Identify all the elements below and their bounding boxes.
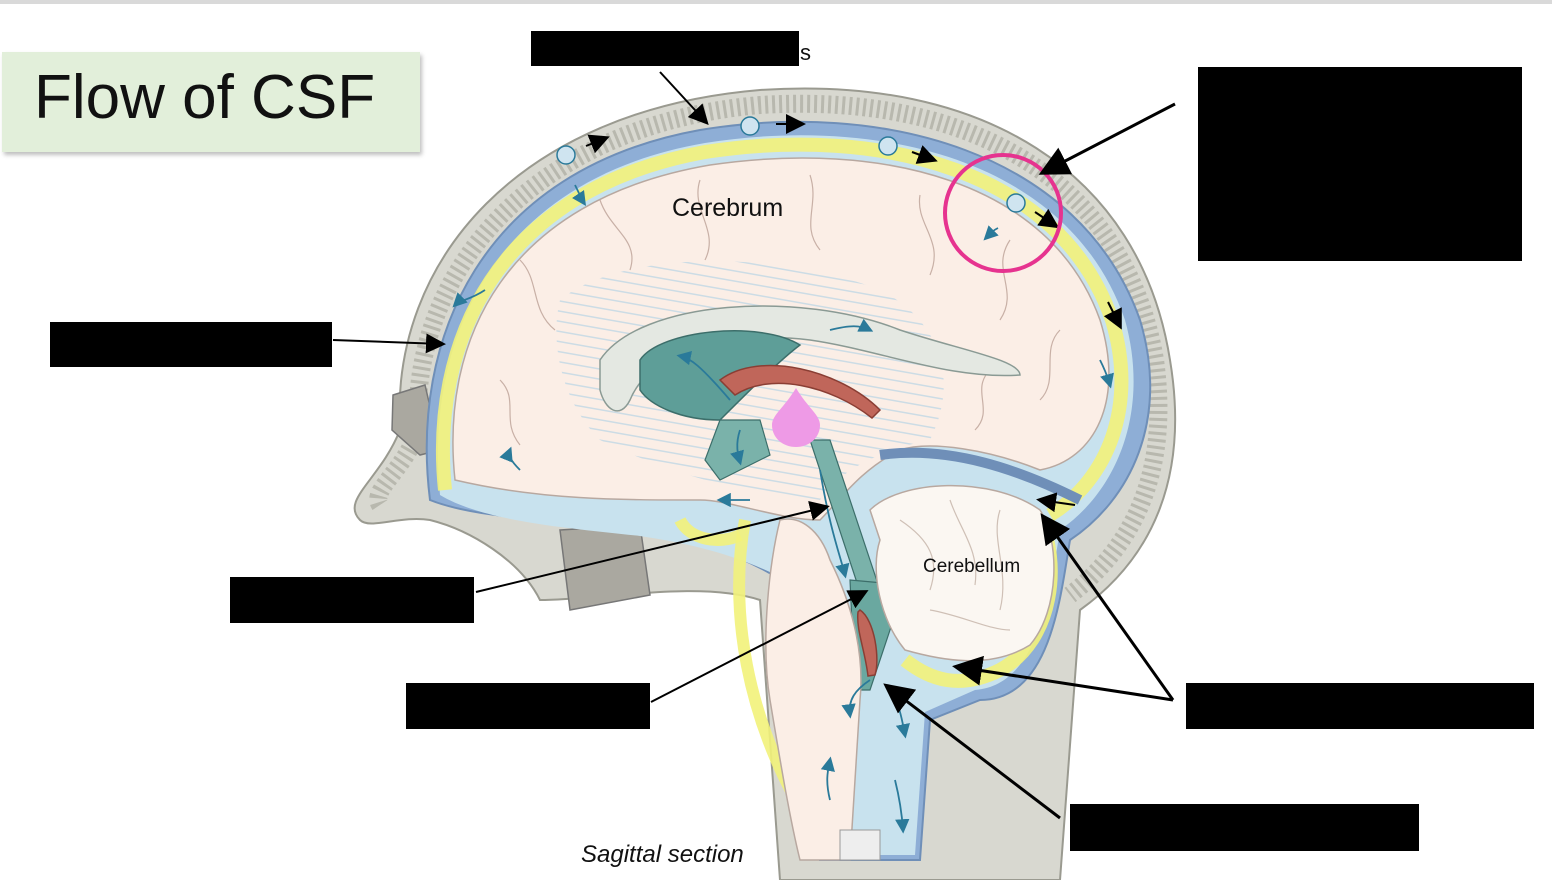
arachnoid-granulation-icon: [556, 116, 1026, 213]
redacted-label-right: [1186, 683, 1534, 729]
brainstem: [765, 518, 862, 861]
csf-drop-icon: [772, 388, 820, 447]
flow-arrow-icon: [585, 114, 1122, 513]
cerebellum: [869, 484, 1055, 662]
redacted-label-mid-left: [230, 577, 474, 623]
label-cerebellum: Cerebellum: [923, 556, 1020, 577]
page-title: Flow of CSF: [34, 63, 376, 132]
top-border: [0, 0, 1552, 4]
redacted-label-bottom-right: [1070, 804, 1419, 851]
redacted-label-top-right: [1198, 67, 1522, 261]
label-cerebrum: Cerebrum: [672, 194, 783, 222]
arachnoid-granulation-highlight: [943, 153, 1063, 273]
title-box: [2, 52, 420, 152]
top-label-fragment: s: [800, 40, 811, 65]
choroid-plexus: [718, 364, 882, 420]
redacted-label-lower-left: [406, 683, 650, 729]
redacted-label-top: [531, 31, 799, 66]
tentorium: [879, 447, 1083, 505]
pointer-lines: [332, 71, 1176, 820]
caption: Sagittal section: [581, 841, 744, 868]
redacted-label-left: [50, 322, 332, 367]
